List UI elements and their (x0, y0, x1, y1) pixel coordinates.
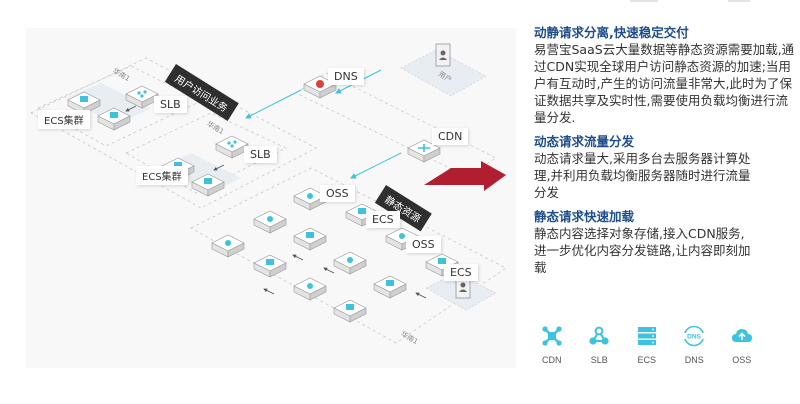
legend-label: SLB (590, 355, 608, 365)
label-slb-1: SLB (154, 96, 187, 113)
section-static-dynamic: 动静请求分离,快速稳定交付 易营宝SaaS云大量数据等静态资源需要加载,通过CD… (534, 24, 796, 126)
architecture-diagram: 用户访问业务 静态资源 华南1 华南1 华南1 用户 SLB ECS集群 SLB… (26, 28, 516, 368)
static-resource-grid (211, 187, 459, 323)
cdn-icon (542, 326, 562, 346)
svg-text:DNS: DNS (687, 334, 701, 341)
section-title: 静态请求快速加载 (534, 209, 635, 224)
description-panel: 动静请求分离,快速稳定交付 易营宝SaaS云大量数据等静态资源需要加载,通过CD… (534, 24, 796, 283)
label-ecs-1: ECS (366, 211, 400, 228)
slb-node-1 (125, 85, 159, 109)
ecs-icon (637, 327, 656, 345)
section-title: 动静请求分离,快速稳定交付 (534, 25, 689, 40)
section-body: 动态请求量大,采用多台去服务器计算处理,并利用负载均衡服务器随时进行流量分发 (534, 151, 751, 200)
ecs-cluster-2-box-a (161, 157, 195, 181)
ecs-cluster-2-box-b (191, 173, 225, 197)
cdn-node (407, 139, 441, 163)
legend-item-dns: DNS DNS (671, 325, 719, 365)
icon-legend: CDN SLB ECS DNS DNS OSS (528, 325, 766, 365)
dns-icon: DNS (683, 325, 705, 347)
section-dynamic-traffic: 动态请求流量分发 动态请求量大,采用多台去服务器计算处理,并利用负载均衡服务器随… (534, 133, 796, 201)
label-oss-1: OSS (320, 185, 355, 202)
user-node-top (435, 43, 451, 67)
region-outline-static (190, 167, 507, 344)
legend-label: CDN (542, 355, 562, 365)
top-divider-left (630, 0, 658, 2)
label-ecs-cluster-1: ECS集群 (38, 110, 90, 129)
flow-arrows (125, 105, 427, 299)
section-body: 静态内容选择对象存储,接入CDN服务,进一步优化内容分发链路,让内容即刻加载 (534, 226, 751, 275)
section-title: 动态请求流量分发 (534, 134, 635, 149)
legend-item-cdn: CDN (528, 325, 576, 365)
oss-icon (731, 329, 752, 342)
user-node-bottom (455, 275, 471, 299)
legend-item-oss: OSS (718, 325, 766, 365)
legend-label: OSS (732, 355, 752, 365)
section-static-loading: 静态请求快速加载 静态内容选择对象存储,接入CDN服务,进一步优化内容分发链路,… (534, 208, 796, 276)
legend-item-ecs: ECS (623, 325, 671, 365)
slb-icon (589, 326, 609, 345)
label-slb-2: SLB (244, 146, 277, 163)
top-divider-right (728, 0, 750, 2)
legend-label: DNS (684, 355, 704, 365)
slb-node-2 (215, 135, 249, 159)
label-oss-2: OSS (406, 236, 441, 253)
ecs-cluster-1-box-b (97, 107, 131, 131)
ecs-cluster-1-box-a (67, 91, 101, 115)
diagram-canvas (30, 43, 507, 344)
legend-label: ECS (637, 355, 656, 365)
label-ecs-2: ECS (444, 264, 478, 281)
label-dns: DNS (328, 68, 364, 85)
flow-arrow-red (424, 161, 506, 191)
dns-node (303, 75, 337, 99)
legend-item-slb: SLB (576, 325, 624, 365)
section-body: 易营宝SaaS云大量数据等静态资源需要加载,通过CDN实现全球用户访问静态资源的… (534, 42, 795, 125)
label-ecs-cluster-2: ECS集群 (136, 166, 188, 185)
label-cdn: CDN (432, 128, 469, 145)
